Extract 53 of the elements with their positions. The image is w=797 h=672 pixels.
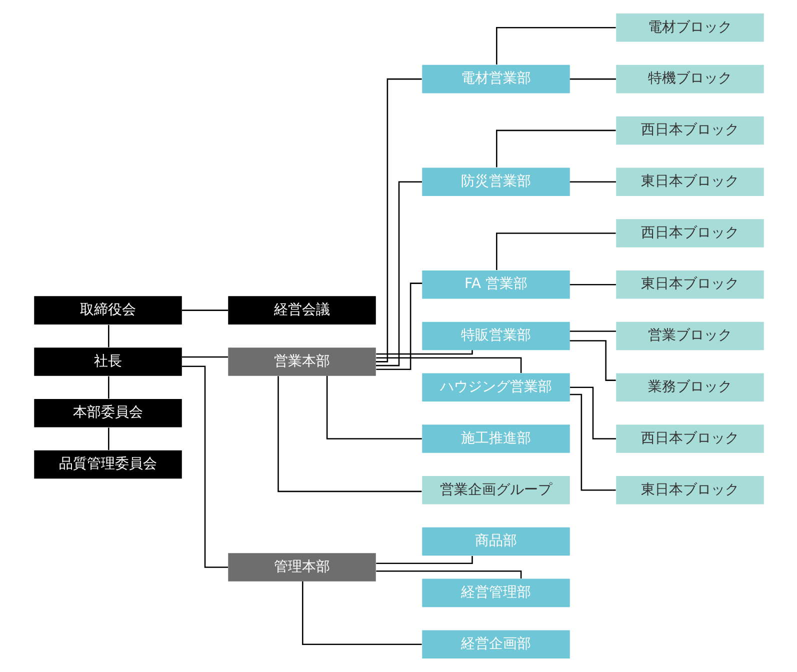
node-box: 管理本部 <box>228 553 376 582</box>
node-box: ハウジング営業部 <box>422 373 570 402</box>
connector <box>569 394 616 491</box>
connector <box>570 386 616 440</box>
node-box: 営業企画グループ <box>422 476 570 504</box>
node-box: 本部委員会 <box>34 398 182 428</box>
connector <box>181 356 228 358</box>
connector <box>569 78 616 80</box>
node-box: 西日本ブロック <box>616 424 764 453</box>
node-box: 商品部 <box>422 527 570 556</box>
node-box: 経営会議 <box>228 296 376 324</box>
node-box: 経営企画部 <box>422 630 570 658</box>
node-box: FA 営業部 <box>422 270 570 299</box>
connector <box>108 428 109 450</box>
connector <box>569 330 616 332</box>
connector <box>182 366 228 568</box>
node-box: 社長 <box>34 348 182 376</box>
node-box: 施工推進部 <box>422 424 570 453</box>
node-box: 品質管理委員会 <box>34 450 182 479</box>
connector <box>108 376 109 399</box>
node-box: 東日本ブロック <box>616 168 764 196</box>
connector <box>108 324 109 348</box>
connector <box>376 556 472 564</box>
connector <box>496 27 616 64</box>
connector <box>496 232 616 270</box>
node-box: 東日本ブロック <box>616 476 764 504</box>
node-box: 営業本部 <box>228 348 376 376</box>
connector <box>496 130 616 168</box>
connector <box>376 350 472 355</box>
node-box: 業務ブロック <box>616 373 764 402</box>
connector <box>376 282 422 370</box>
node-box: 特販営業部 <box>422 322 570 350</box>
connector <box>569 340 616 381</box>
connector <box>569 284 616 286</box>
node-box: 東日本ブロック <box>616 270 764 299</box>
connector <box>277 376 422 492</box>
node-box: 西日本ブロック <box>616 116 764 145</box>
node-box: 営業ブロック <box>616 322 764 350</box>
node-box: 特機ブロック <box>616 64 764 94</box>
connector <box>181 310 228 311</box>
node-box: 西日本ブロック <box>616 219 764 248</box>
connector <box>376 570 522 578</box>
node-box: 電材営業部 <box>422 64 570 94</box>
node-box: 経営管理部 <box>422 578 570 608</box>
node-box: 取締役会 <box>34 296 182 324</box>
connector <box>375 78 422 362</box>
connector <box>569 181 616 182</box>
node-box: 防災営業部 <box>422 168 570 196</box>
connector <box>326 376 422 440</box>
node-box: 電材ブロック <box>616 14 764 42</box>
connector <box>376 357 522 373</box>
connector <box>302 581 422 645</box>
connector <box>376 181 422 366</box>
